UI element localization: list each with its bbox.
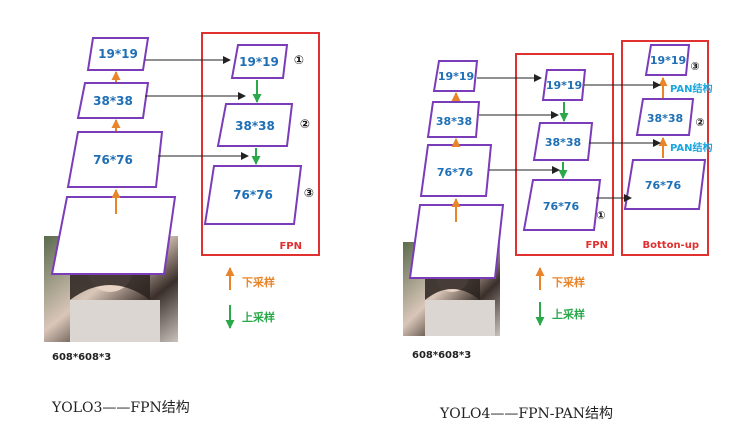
caption-yolo4: YOLO4——FPN-PAN结构 (439, 406, 613, 422)
yolo4-diagram: 608*608*3 76*76 38*38 19*19 FPN 19*19 38… (403, 40, 713, 422)
fpn-level-38 (532, 122, 594, 161)
fpn-marker-2: ② (300, 117, 310, 131)
fpn-level-38 (216, 103, 294, 147)
fpn-label-19: 19*19 (546, 79, 582, 92)
fpn-label-19: 19*19 (239, 55, 279, 69)
fpn-box-label: FPN (279, 241, 302, 252)
backbone-label-38: 38*38 (93, 94, 133, 108)
fpn-label-76: 76*76 (543, 200, 580, 213)
input-layer (50, 196, 177, 275)
pan-label-19: 19*19 (650, 54, 686, 67)
pan-level-19 (644, 44, 691, 76)
legend-downsample-label: 下采样 (242, 275, 275, 289)
fpn-box-label: FPN (585, 240, 608, 251)
pan-box (621, 40, 709, 256)
fpn-marker-3: ③ (304, 186, 314, 200)
pan-marker-2: ② (695, 116, 704, 129)
legend-upsample-label: 上采样 (552, 307, 585, 321)
backbone-label-38: 38*38 (436, 115, 472, 128)
pan-level-76 (623, 159, 707, 210)
fpn-level-76 (522, 179, 602, 231)
pan-structure-label: PAN结构 (670, 82, 713, 95)
pan-label-38: 38*38 (647, 112, 683, 125)
caption-yolo3: YOLO3——FPN结构 (51, 400, 190, 416)
pan-label-76: 76*76 (645, 179, 682, 192)
fpn-box (515, 53, 614, 256)
fpn-marker-1: ① (294, 53, 304, 67)
backbone-level-19 (86, 37, 150, 71)
input-layer (408, 204, 505, 279)
backbone-level-38 (76, 82, 150, 119)
backbone-level-19 (432, 60, 479, 92)
fpn-label-38: 38*38 (235, 119, 275, 133)
fpn-marker-1: ① (596, 209, 605, 222)
backbone-level-38 (426, 101, 481, 138)
backbone-label-76: 76*76 (437, 166, 474, 179)
pan-level-38 (635, 98, 695, 136)
backbone-label-76: 76*76 (93, 153, 133, 167)
fpn-label-38: 38*38 (545, 136, 581, 149)
fpn-box (201, 32, 320, 256)
fpn-level-19 (230, 44, 289, 79)
pan-structure-label: PAN结构 (670, 141, 713, 154)
backbone-label-19: 19*19 (98, 47, 138, 61)
legend-upsample-label: 上采样 (242, 310, 275, 324)
backbone-level-76 (66, 131, 164, 188)
legend-downsample-label: 下采样 (552, 275, 585, 289)
input-dims: 608*608*3 (52, 352, 111, 363)
fpn-level-76 (203, 165, 303, 225)
pan-marker-3: ③ (690, 60, 699, 73)
pan-box-label: Botton-up (643, 240, 699, 251)
yolo3-diagram: 608*608*3 76*76 38*38 19*19 FPN 19*19 ① … (44, 32, 320, 416)
fpn-label-76: 76*76 (233, 188, 273, 202)
backbone-label-19: 19*19 (438, 70, 474, 83)
fpn-level-19 (541, 69, 587, 101)
input-dims: 608*608*3 (412, 350, 471, 361)
backbone-level-76 (419, 144, 493, 197)
